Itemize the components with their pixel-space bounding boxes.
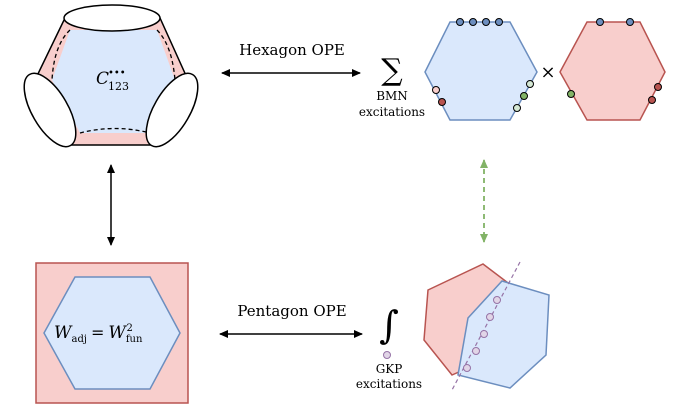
hexagon-ope-label: Hexagon OPE <box>239 41 345 59</box>
structure-constant-subscript: 123 <box>108 80 129 93</box>
wilson-equation: Wadj=Wfun2 <box>54 323 143 345</box>
excitation-dot <box>596 18 604 26</box>
pants-inner-hexagon <box>52 30 175 133</box>
structure-constant-label: C <box>96 69 109 89</box>
excitation-dot <box>469 18 477 26</box>
gkp-dot-icon <box>383 351 391 359</box>
excitation-dot <box>520 92 528 100</box>
excitation-dot <box>567 90 575 98</box>
structure-constant-dots: ••• <box>108 68 126 79</box>
gkp-excitation-dot <box>480 330 488 338</box>
wilson-loop-diagram: Wadj=Wfun2 <box>35 262 189 404</box>
blue-hexagon-bmn <box>424 18 538 121</box>
pants-left-hole <box>23 72 77 148</box>
excitation-dot <box>456 18 464 26</box>
pentagon-ope-label: Pentagon OPE <box>237 302 346 320</box>
seam-right-top <box>156 29 176 81</box>
sum-subscript-excitations: excitations <box>359 105 425 119</box>
excitation-dot <box>482 18 490 26</box>
integral-subscript-excitations: excitations <box>356 377 422 391</box>
integral-subscript-gkp: GKP <box>376 362 403 376</box>
wilson-hexagon <box>43 276 181 390</box>
sum-subscript-bmn: BMN <box>376 89 408 103</box>
gkp-excitation-dot <box>493 296 501 304</box>
excitation-dot <box>495 18 503 26</box>
excitation-dot <box>526 80 534 88</box>
gkp-excitation-dot <box>463 364 471 372</box>
times-symbol: × <box>540 62 555 83</box>
seam-bottom <box>79 127 151 134</box>
pants-right-hole <box>145 72 199 148</box>
excitation-dot <box>438 98 446 106</box>
integral-symbol: ∫ <box>379 303 399 347</box>
gkp-excitation-dot <box>472 347 480 355</box>
excitation-dot <box>654 83 662 91</box>
gkp-excitation-dot <box>486 313 494 321</box>
red-hexagon-bmn <box>559 18 666 121</box>
excitation-dot <box>648 96 656 104</box>
overlapping-hexagons <box>423 261 550 391</box>
pants-diagram: C ••• 123 <box>23 4 199 148</box>
excitation-dot <box>626 18 634 26</box>
blue-hexagon-tilted <box>457 280 550 389</box>
excitation-dot <box>432 86 440 94</box>
red-hexagon <box>559 21 666 121</box>
blue-hexagon <box>424 21 538 121</box>
excitation-dot <box>513 104 521 112</box>
pants-top-hole <box>63 4 161 32</box>
sum-symbol: ∑ <box>381 53 403 88</box>
seam-left-top <box>51 29 71 81</box>
